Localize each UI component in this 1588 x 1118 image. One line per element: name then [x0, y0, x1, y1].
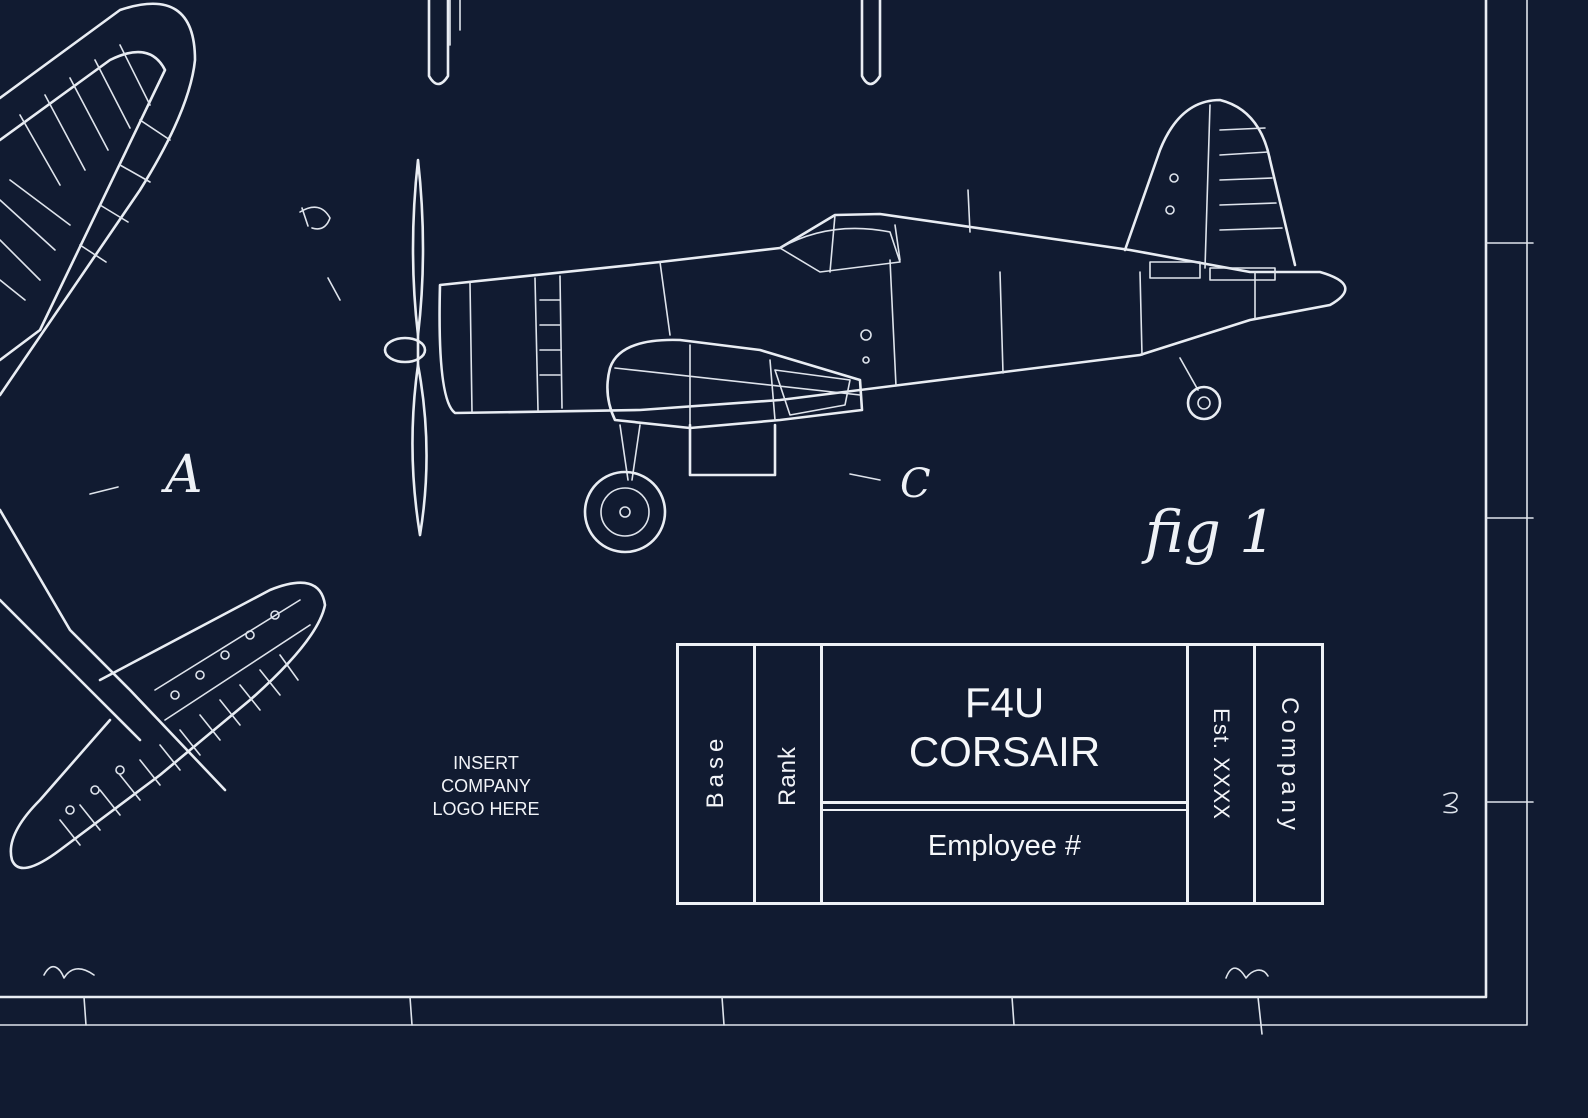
title-block: Base Rank F4U CORSAIR Employee # Est. XX…: [676, 643, 1324, 905]
base-label: Base: [702, 733, 729, 809]
title-divider: [823, 801, 1186, 811]
view-label-c: C: [900, 461, 931, 507]
side-view-aircraft-sketch: [383, 98, 1347, 554]
top-view-wing-sketch: [0, 2, 197, 397]
rank-label: Rank: [774, 745, 801, 807]
label-d-mark: [299, 206, 331, 230]
company-label: Company: [1276, 697, 1303, 835]
logo-line-1: INSERT: [453, 753, 519, 773]
title-cell: F4U CORSAIR Employee #: [823, 646, 1189, 902]
logo-line-3: LOGO HERE: [432, 799, 540, 819]
top-gear-sketch: [427, 0, 882, 86]
top-view-tail-sketch: [0, 508, 327, 870]
established-label: Est. XXXX: [1209, 708, 1234, 820]
logo-line-2: COMPANY: [441, 776, 531, 796]
label-a-leader: [89, 486, 119, 495]
figure-label: fig 1: [1141, 498, 1276, 566]
view-label-a: A: [161, 445, 203, 505]
company-cell: Company: [1256, 646, 1321, 902]
label-d-tick: [327, 277, 341, 301]
label-c-leader: [849, 473, 881, 481]
sheet-border: [0, 0, 1534, 1035]
employee-label: Employee #: [927, 830, 1082, 862]
established-cell: Est. XXXX: [1189, 646, 1256, 902]
base-cell: Base: [679, 646, 756, 902]
logo-placeholder: INSERT COMPANY LOGO HERE: [416, 752, 556, 821]
rank-cell: Rank: [756, 646, 823, 902]
title-line-2: CORSAIR: [908, 728, 1101, 775]
title-line-1: F4U: [964, 679, 1045, 726]
